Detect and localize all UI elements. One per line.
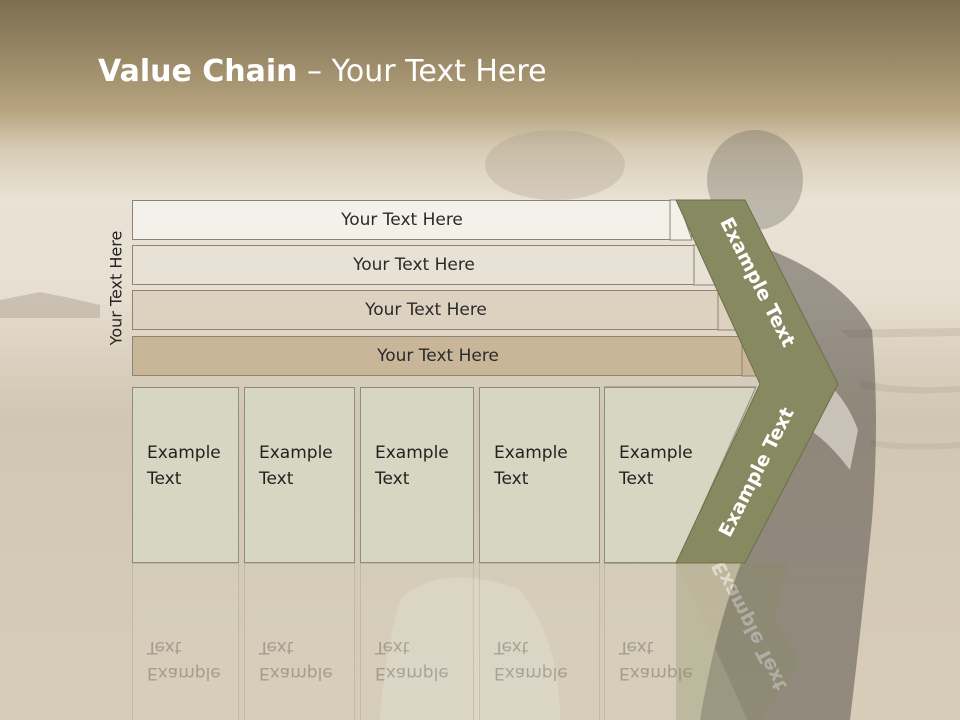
activity-box-1-line2: Text (147, 469, 182, 489)
activity-box-3-line2: Text (375, 469, 410, 489)
chevron-shape (675, 199, 839, 564)
support-bar-1-label: Your Text Here (341, 210, 463, 230)
support-bar-2-label: Your Text Here (353, 255, 475, 275)
activity-box-5-line1: Example (619, 443, 693, 463)
activity-box-4-line2: Text (494, 469, 529, 489)
bar-1-end (669, 199, 693, 241)
activity-box-5-line2: Text (619, 469, 654, 489)
activity-box-1-line1: Example (147, 443, 221, 463)
title-bold: Value Chain (98, 54, 298, 89)
activity-box-3-line1: Example (375, 443, 449, 463)
support-bar-4-label: Your Text Here (377, 346, 499, 366)
slide-title: Value Chain – Your Text Here (98, 54, 547, 89)
activity-box-2-line1: Example (259, 443, 333, 463)
support-bar-1: Your Text Here (132, 200, 692, 240)
activity-box-2-line2: Text (259, 469, 294, 489)
support-bar-3: Your Text Here (132, 290, 740, 330)
title-rest: – Your Text Here (297, 54, 547, 89)
support-bar-2: Your Text Here (132, 245, 716, 285)
activity-box-4-line1: Example (494, 443, 568, 463)
support-bar-3-label: Your Text Here (365, 300, 487, 320)
support-bar-4: Your Text Here (132, 336, 764, 376)
